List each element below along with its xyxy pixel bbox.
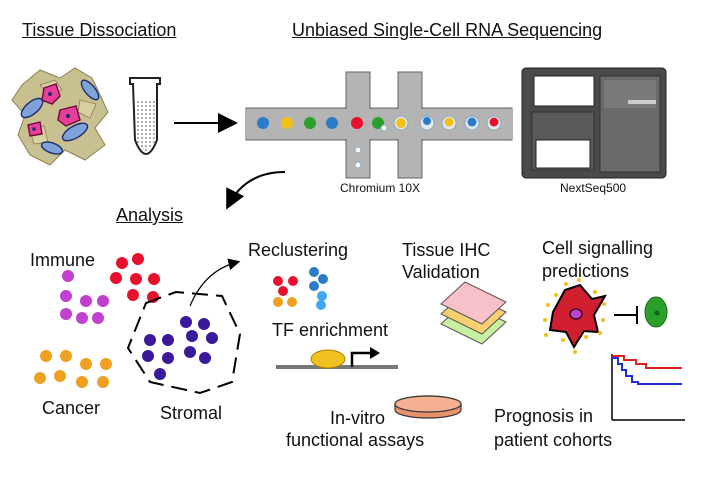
cancer-cluster — [34, 350, 112, 388]
nextseq-instrument — [521, 67, 667, 179]
sample-tube — [129, 77, 161, 155]
label-reclustering: Reclustering — [248, 240, 349, 260]
tissue-illustration — [11, 67, 109, 166]
reclustering-arrow — [189, 258, 241, 307]
label-cancer: Cancer — [42, 398, 101, 418]
to-analysis-arrow — [226, 171, 286, 210]
label-tf-enrichment: TF enrichment — [272, 320, 389, 340]
label-stromal: Stromal — [160, 403, 223, 423]
petri-dish — [394, 395, 462, 419]
label-assays-1: In-vitro — [330, 408, 386, 428]
reclustering-dots — [273, 267, 328, 310]
label-nextseq: NextSeq500 — [560, 181, 627, 195]
chromium-chip — [245, 71, 513, 179]
survival-curve-red — [612, 355, 682, 369]
label-prognosis-1: Prognosis in — [494, 406, 594, 426]
survival-plot — [611, 354, 685, 421]
label-immune: Immune — [30, 250, 96, 270]
immune-red-cluster — [110, 253, 160, 303]
heading-analysis: Analysis — [116, 205, 184, 225]
stromal-cluster — [126, 290, 242, 395]
label-signalling-2: predictions — [542, 261, 630, 281]
signalling-graphic — [543, 278, 668, 354]
tf-enrichment-graphic — [276, 347, 398, 369]
survival-curve-blue — [612, 357, 682, 385]
heading-dissociation: Tissue Dissociation — [22, 20, 177, 40]
label-chromium: Chromium 10X — [340, 181, 421, 195]
label-prognosis-2: patient cohorts — [494, 430, 613, 450]
heading-sequencing: Unbiased Single-Cell RNA Sequencing — [292, 20, 603, 40]
label-assays-2: functional assays — [286, 430, 425, 450]
immune-magenta-cluster — [60, 270, 109, 324]
label-ihc-2: Validation — [402, 262, 480, 282]
label-signalling-1: Cell signalling — [542, 238, 654, 258]
ihc-slides — [440, 281, 507, 345]
label-ihc-1: Tissue IHC — [402, 240, 491, 260]
